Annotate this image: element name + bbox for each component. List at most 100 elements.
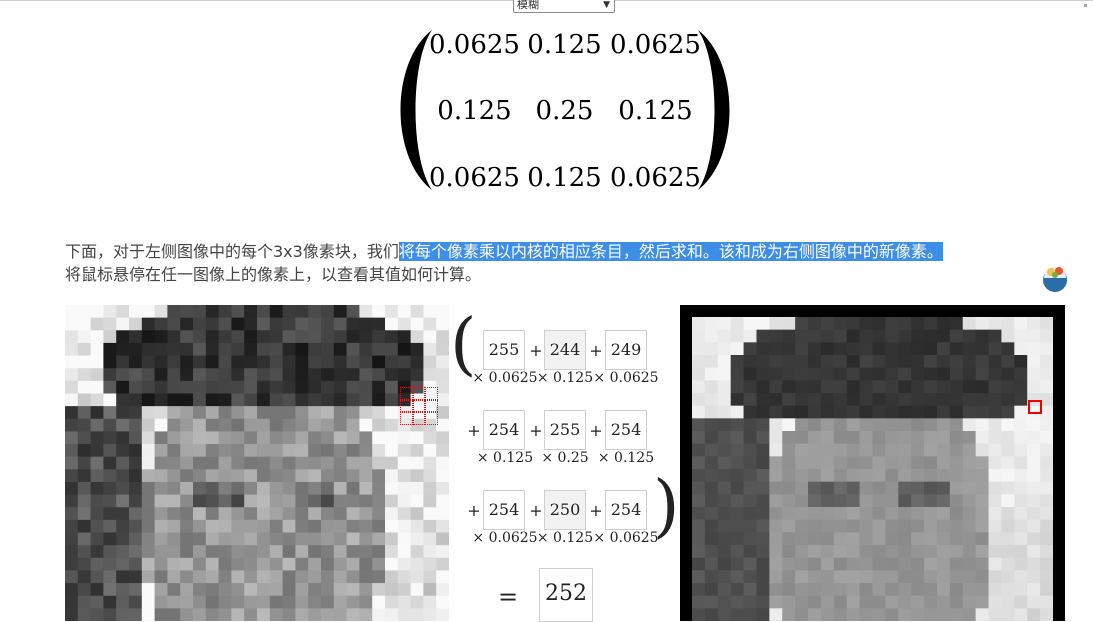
pixel[interactable] xyxy=(372,342,386,357)
pixel[interactable] xyxy=(244,330,258,344)
pixel[interactable] xyxy=(282,608,296,621)
pixel[interactable] xyxy=(167,545,181,559)
pixel[interactable] xyxy=(154,418,168,432)
pixel[interactable] xyxy=(1001,481,1015,495)
pixel[interactable] xyxy=(167,532,181,546)
pixel[interactable] xyxy=(898,557,912,571)
pixel[interactable] xyxy=(410,595,424,609)
pixel[interactable] xyxy=(1040,532,1053,546)
pixel[interactable] xyxy=(704,570,719,584)
pixel[interactable] xyxy=(205,545,220,559)
pixel[interactable] xyxy=(308,583,322,597)
pixel[interactable] xyxy=(846,317,861,331)
pixel[interactable] xyxy=(65,368,79,382)
pixel[interactable] xyxy=(423,342,437,357)
pixel[interactable] xyxy=(333,519,348,534)
pixel[interactable] xyxy=(1001,583,1015,597)
pixel[interactable] xyxy=(116,494,130,508)
pixel[interactable] xyxy=(756,431,770,445)
pixel[interactable] xyxy=(385,494,399,508)
pixel[interactable] xyxy=(872,418,886,432)
pixel[interactable] xyxy=(167,469,181,483)
pixel[interactable] xyxy=(795,317,809,331)
pixel[interactable] xyxy=(1014,532,1028,546)
pixel[interactable] xyxy=(65,481,79,496)
pixel[interactable] xyxy=(308,305,322,319)
pixel[interactable] xyxy=(717,608,732,621)
pixel[interactable] xyxy=(769,545,783,559)
pixel[interactable] xyxy=(167,317,181,331)
pixel[interactable] xyxy=(385,317,399,331)
pixel[interactable] xyxy=(397,330,412,344)
pixel[interactable] xyxy=(949,342,964,356)
pixel[interactable] xyxy=(743,443,757,457)
pixel[interactable] xyxy=(372,330,386,344)
pixel[interactable] xyxy=(333,608,348,621)
pixel[interactable] xyxy=(65,469,79,483)
pixel[interactable] xyxy=(795,595,809,609)
pixel[interactable] xyxy=(962,557,977,571)
pixel[interactable] xyxy=(77,431,92,445)
pixel[interactable] xyxy=(911,329,925,343)
pixel[interactable] xyxy=(795,570,809,584)
pixel[interactable] xyxy=(372,469,386,483)
pixel[interactable] xyxy=(410,418,424,432)
pixel[interactable] xyxy=(282,444,296,458)
pixel[interactable] xyxy=(846,405,861,419)
pixel[interactable] xyxy=(321,317,335,331)
pixel[interactable] xyxy=(949,595,964,609)
pixel[interactable] xyxy=(859,317,873,331)
pixel[interactable] xyxy=(717,456,732,470)
pixel[interactable] xyxy=(295,317,309,331)
pixel[interactable] xyxy=(975,469,990,483)
pixel[interactable] xyxy=(898,519,912,533)
pixel[interactable] xyxy=(436,608,449,621)
pixel[interactable] xyxy=(898,545,912,559)
pixel[interactable] xyxy=(872,405,886,419)
pixel[interactable] xyxy=(180,406,194,420)
pixel[interactable] xyxy=(885,355,899,369)
pixel[interactable] xyxy=(257,406,271,420)
pixel[interactable] xyxy=(846,456,861,470)
pixel[interactable] xyxy=(167,570,181,584)
pixel[interactable] xyxy=(167,393,181,407)
pixel[interactable] xyxy=(1040,355,1053,369)
pixel[interactable] xyxy=(898,443,912,457)
pixel[interactable] xyxy=(769,443,783,457)
pixel[interactable] xyxy=(257,444,271,458)
pixel[interactable] xyxy=(244,305,258,319)
pixel[interactable] xyxy=(231,317,245,331)
pixel[interactable] xyxy=(90,469,104,483)
pixel[interactable] xyxy=(333,583,348,597)
pixel[interactable] xyxy=(167,406,181,420)
pixel[interactable] xyxy=(1027,583,1041,597)
pixel[interactable] xyxy=(359,532,373,546)
pixel[interactable] xyxy=(704,329,719,343)
pixel[interactable] xyxy=(231,431,245,445)
pixel[interactable] xyxy=(423,595,437,609)
pixel[interactable] xyxy=(1040,545,1053,559)
pixel[interactable] xyxy=(988,545,1002,559)
pixel[interactable] xyxy=(129,570,143,584)
pixel[interactable] xyxy=(692,583,706,597)
pixel[interactable] xyxy=(65,583,79,597)
pixel[interactable] xyxy=(859,469,873,483)
pixel[interactable] xyxy=(218,557,232,571)
pixel[interactable] xyxy=(295,595,309,609)
pixel[interactable] xyxy=(795,431,809,445)
pixel[interactable] xyxy=(988,342,1002,356)
pixel[interactable] xyxy=(385,380,399,394)
pixel[interactable] xyxy=(372,481,386,496)
pixel[interactable] xyxy=(833,393,848,407)
pixel[interactable] xyxy=(936,532,951,546)
pixel[interactable] xyxy=(730,545,745,559)
pixel[interactable] xyxy=(949,557,964,571)
pixel[interactable] xyxy=(885,595,899,609)
pixel[interactable] xyxy=(833,405,848,419)
pixel[interactable] xyxy=(308,545,322,559)
pixel[interactable] xyxy=(846,443,861,457)
pixel[interactable] xyxy=(692,532,706,546)
pixel[interactable] xyxy=(193,507,207,521)
pixel[interactable] xyxy=(795,329,809,343)
pixel[interactable] xyxy=(743,393,757,407)
